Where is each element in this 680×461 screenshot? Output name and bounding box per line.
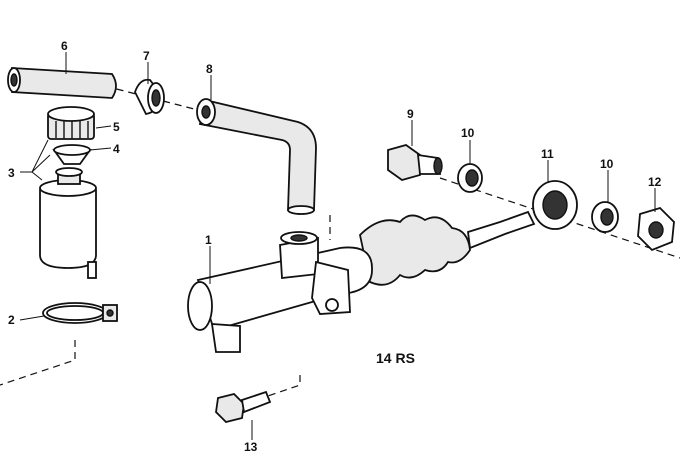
part-6-hose[interactable] <box>7 67 117 99</box>
part-5-reservoir-cap[interactable] <box>47 106 95 140</box>
callout-4: 4 <box>113 142 120 156</box>
callout-13: 13 <box>244 440 258 454</box>
part-11-clevis-eye[interactable] <box>532 180 578 230</box>
part-4-filter-strainer[interactable] <box>52 144 92 165</box>
callout-7: 7 <box>143 49 150 63</box>
callout-5: 5 <box>113 120 120 134</box>
leader-lines <box>19 52 656 440</box>
part-10-sealing-washer-b[interactable] <box>591 201 619 233</box>
callout-10a: 10 <box>461 126 475 140</box>
callout-1: 1 <box>205 233 212 247</box>
callout-6: 6 <box>61 39 68 53</box>
callout-labels: 6 7 8 5 4 3 9 10 11 10 12 1 2 13 <box>8 39 662 454</box>
part-3-fluid-reservoir[interactable] <box>39 167 97 279</box>
part-12-hex-nut[interactable] <box>637 206 675 252</box>
part-10-sealing-washer-a[interactable] <box>457 163 483 193</box>
callout-8: 8 <box>206 62 213 76</box>
part-8-elbow-hose[interactable] <box>196 98 317 215</box>
part-1-master-cylinder[interactable] <box>187 210 536 353</box>
callout-9: 9 <box>407 107 414 121</box>
part-7-hose-clamp[interactable] <box>134 78 165 115</box>
part-9-banjo-bolt[interactable] <box>387 144 443 181</box>
callout-10b: 10 <box>600 157 614 171</box>
assembly-axis-lines <box>0 85 680 399</box>
diagram-caption: 14 RS <box>376 350 415 366</box>
part-13-hex-bolt[interactable] <box>215 390 272 423</box>
callout-12: 12 <box>648 175 662 189</box>
callout-3: 3 <box>8 166 15 180</box>
callout-11: 11 <box>541 147 554 161</box>
part-2-strap-clamp[interactable] <box>42 302 118 324</box>
callout-2: 2 <box>8 313 15 327</box>
